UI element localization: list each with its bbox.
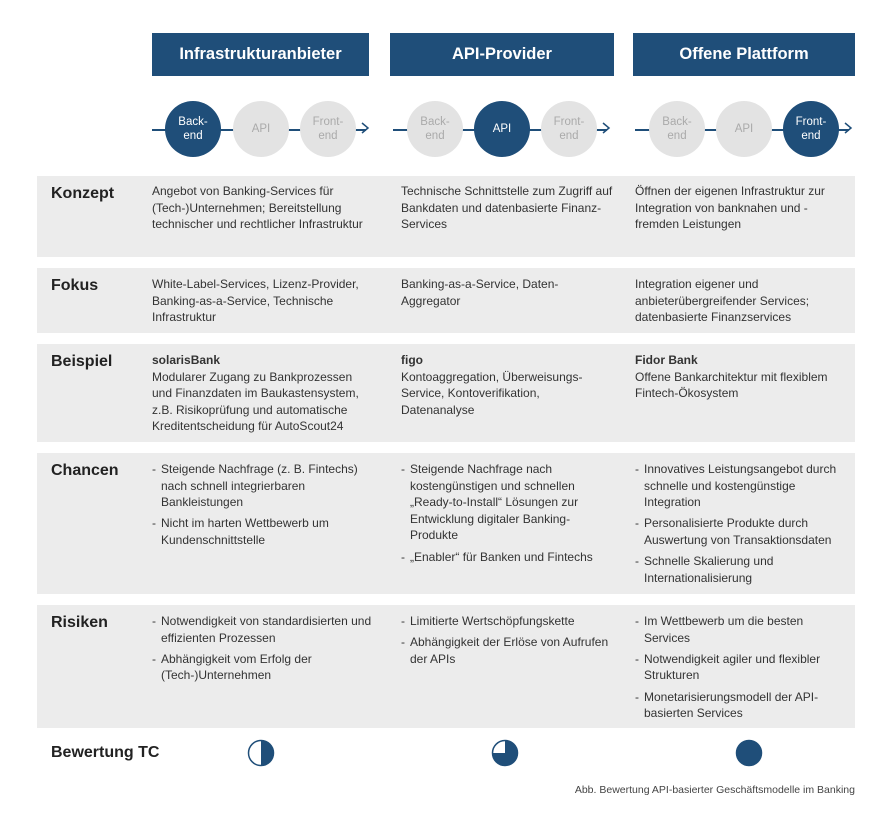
- risiken-list: Im Wettbewerb um die besten Services Not…: [635, 613, 850, 722]
- arrow-right-icon: [361, 122, 370, 134]
- example-description: Kontoaggregation, Überweisungs-Service, …: [401, 369, 583, 417]
- cell-beispiel-api-provider: figo Kontoaggregation, Überweisungs-Serv…: [401, 352, 616, 418]
- flow-node-api: API: [233, 101, 289, 157]
- row-label-bewertung: Bewertung TC: [51, 744, 160, 761]
- cell-konzept-infrastrukturanbieter: Angebot von Banking-Services für (Tech-)…: [152, 184, 363, 232]
- list-item: Im Wettbewerb um die besten Services: [635, 613, 850, 646]
- cell-chancen-api-provider: Steigende Nachfrage nach kostengünstigen…: [401, 461, 616, 570]
- cell-konzept-api-provider: Technische Schnittstelle zum Zugriff auf…: [401, 184, 613, 232]
- list-item: Steigende Nachfrage nach kostengünstigen…: [401, 461, 616, 544]
- arrow-right-icon: [602, 122, 611, 134]
- example-company-name: solarisBank: [152, 353, 221, 367]
- row-label-risiken: Risiken: [51, 614, 108, 631]
- list-item: Schnelle Skalierung und Internationalisi…: [635, 553, 850, 586]
- flow-node-api: API: [474, 101, 530, 157]
- flow-node-backend: Back- end: [649, 101, 705, 157]
- rating-fill: [492, 740, 518, 766]
- flow-node-label: Front- end: [795, 116, 827, 142]
- example-description: Offene Bankarchitektur mit flexiblem Fin…: [635, 369, 828, 401]
- chancen-list: Innovatives Leistungsangebot durch schne…: [635, 461, 850, 587]
- chancen-list: Steigende Nachfrage nach kostengünstigen…: [401, 461, 616, 565]
- flow-node-label: API: [492, 123, 512, 135]
- flow-node-backend: Back- end: [165, 101, 221, 157]
- cell-fokus-offene-plattform: Integration eigener und anbieterübergrei…: [635, 277, 810, 325]
- flow-node-api: API: [716, 101, 772, 157]
- list-item: Monetarisierungsmodell der API-basierten…: [635, 689, 850, 722]
- chancen-list: Steigende Nachfrage (z. B. Fintechs) nac…: [152, 461, 374, 549]
- list-item: Steigende Nachfrage (z. B. Fintechs) nac…: [152, 461, 374, 511]
- list-item: Nicht im harten Wettbewerb um Kundenschn…: [152, 515, 374, 548]
- cell-beispiel-offene-plattform: Fidor Bank Offene Bankarchitektur mit fl…: [635, 352, 850, 402]
- cell-chancen-infrastrukturanbieter: Steigende Nachfrage (z. B. Fintechs) nac…: [152, 461, 374, 553]
- example-description: Modularer Zugang zu Bankprozessen und Fi…: [152, 369, 359, 434]
- cell-konzept-offene-plattform: Öffnen der eigenen Infrastruktur zur Int…: [635, 184, 825, 232]
- row-label-fokus: Fokus: [51, 277, 99, 294]
- list-item: Innovatives Leistungsangebot durch schne…: [635, 461, 850, 511]
- row-label-chancen: Chancen: [51, 462, 119, 479]
- cell-fokus-api-provider: Banking-as-a-Service, Daten-Aggregator: [401, 277, 559, 308]
- example-company-name: figo: [401, 353, 423, 367]
- column-header-api-provider: API-Provider: [390, 33, 614, 76]
- flow-diagram-api-provider: Back- end API Front- end: [393, 101, 613, 159]
- figure-caption: Abb. Bewertung API-basierter Geschäftsmo…: [574, 784, 855, 796]
- list-item: Notwendigkeit agiler und flexibler Struk…: [635, 651, 850, 684]
- list-item: Personalisierte Produkte durch Auswertun…: [635, 515, 850, 548]
- row-label-konzept: Konzept: [51, 185, 115, 202]
- row-beispiel: [37, 344, 855, 442]
- list-item: Notwendigkeit von standardisierten und e…: [152, 613, 374, 646]
- rating-harvey-ball-icon: [247, 739, 275, 767]
- flow-node-label: Back- end: [662, 116, 692, 142]
- list-item: Abhängigkeit der Erlöse von Aufrufen der…: [401, 634, 616, 667]
- list-item: Abhängigkeit vom Erfolg der (Tech-)Unter…: [152, 651, 374, 684]
- rating-outline: [735, 739, 763, 767]
- column-header-offene-plattform: Offene Plattform: [633, 33, 855, 76]
- row-fokus: [37, 268, 855, 333]
- row-label-beispiel: Beispiel: [51, 353, 113, 370]
- flow-node-frontend: Front- end: [783, 101, 839, 157]
- flow-node-backend: Back- end: [407, 101, 463, 157]
- rating-fill: [261, 740, 274, 766]
- arrow-right-icon: [844, 122, 853, 134]
- cell-risiken-infrastrukturanbieter: Notwendigkeit von standardisierten und e…: [152, 613, 374, 689]
- example-company-name: Fidor Bank: [635, 353, 698, 367]
- flow-node-label: API: [734, 123, 754, 135]
- cell-risiken-api-provider: Limitierte Wertschöpfungskette Abhängigk…: [401, 613, 616, 672]
- rating-harvey-ball-icon: [735, 739, 763, 767]
- flow-node-frontend: Front- end: [541, 101, 597, 157]
- row-konzept: [37, 176, 855, 257]
- flow-node-label: Back- end: [420, 116, 450, 142]
- cell-fokus-infrastrukturanbieter: White-Label-Services, Lizenz-Provider, B…: [152, 277, 359, 325]
- cell-beispiel-infrastrukturanbieter: solarisBank Modularer Zugang zu Bankproz…: [152, 352, 374, 435]
- flow-diagram-offene-plattform: Back- end API Front- end: [635, 101, 855, 159]
- cell-chancen-offene-plattform: Innovatives Leistungsangebot durch schne…: [635, 461, 850, 591]
- flow-diagram-infrastrukturanbieter: Back- end API Front- end: [152, 101, 372, 159]
- list-item: „Enabler“ für Banken und Fintechs: [401, 549, 616, 566]
- list-item: Limitierte Wertschöpfungskette: [401, 613, 616, 630]
- flow-node-label: Front- end: [553, 116, 585, 142]
- rating-harvey-ball-icon: [491, 739, 519, 767]
- risiken-list: Notwendigkeit von standardisierten und e…: [152, 613, 374, 684]
- column-header-infrastrukturanbieter: Infrastrukturanbieter: [152, 33, 369, 76]
- risiken-list: Limitierte Wertschöpfungskette Abhängigk…: [401, 613, 616, 667]
- flow-node-label: Back- end: [178, 116, 208, 142]
- flow-node-frontend: Front- end: [300, 101, 356, 157]
- flow-node-label: Front- end: [312, 116, 344, 142]
- flow-node-label: API: [251, 123, 271, 135]
- cell-risiken-offene-plattform: Im Wettbewerb um die besten Services Not…: [635, 613, 850, 727]
